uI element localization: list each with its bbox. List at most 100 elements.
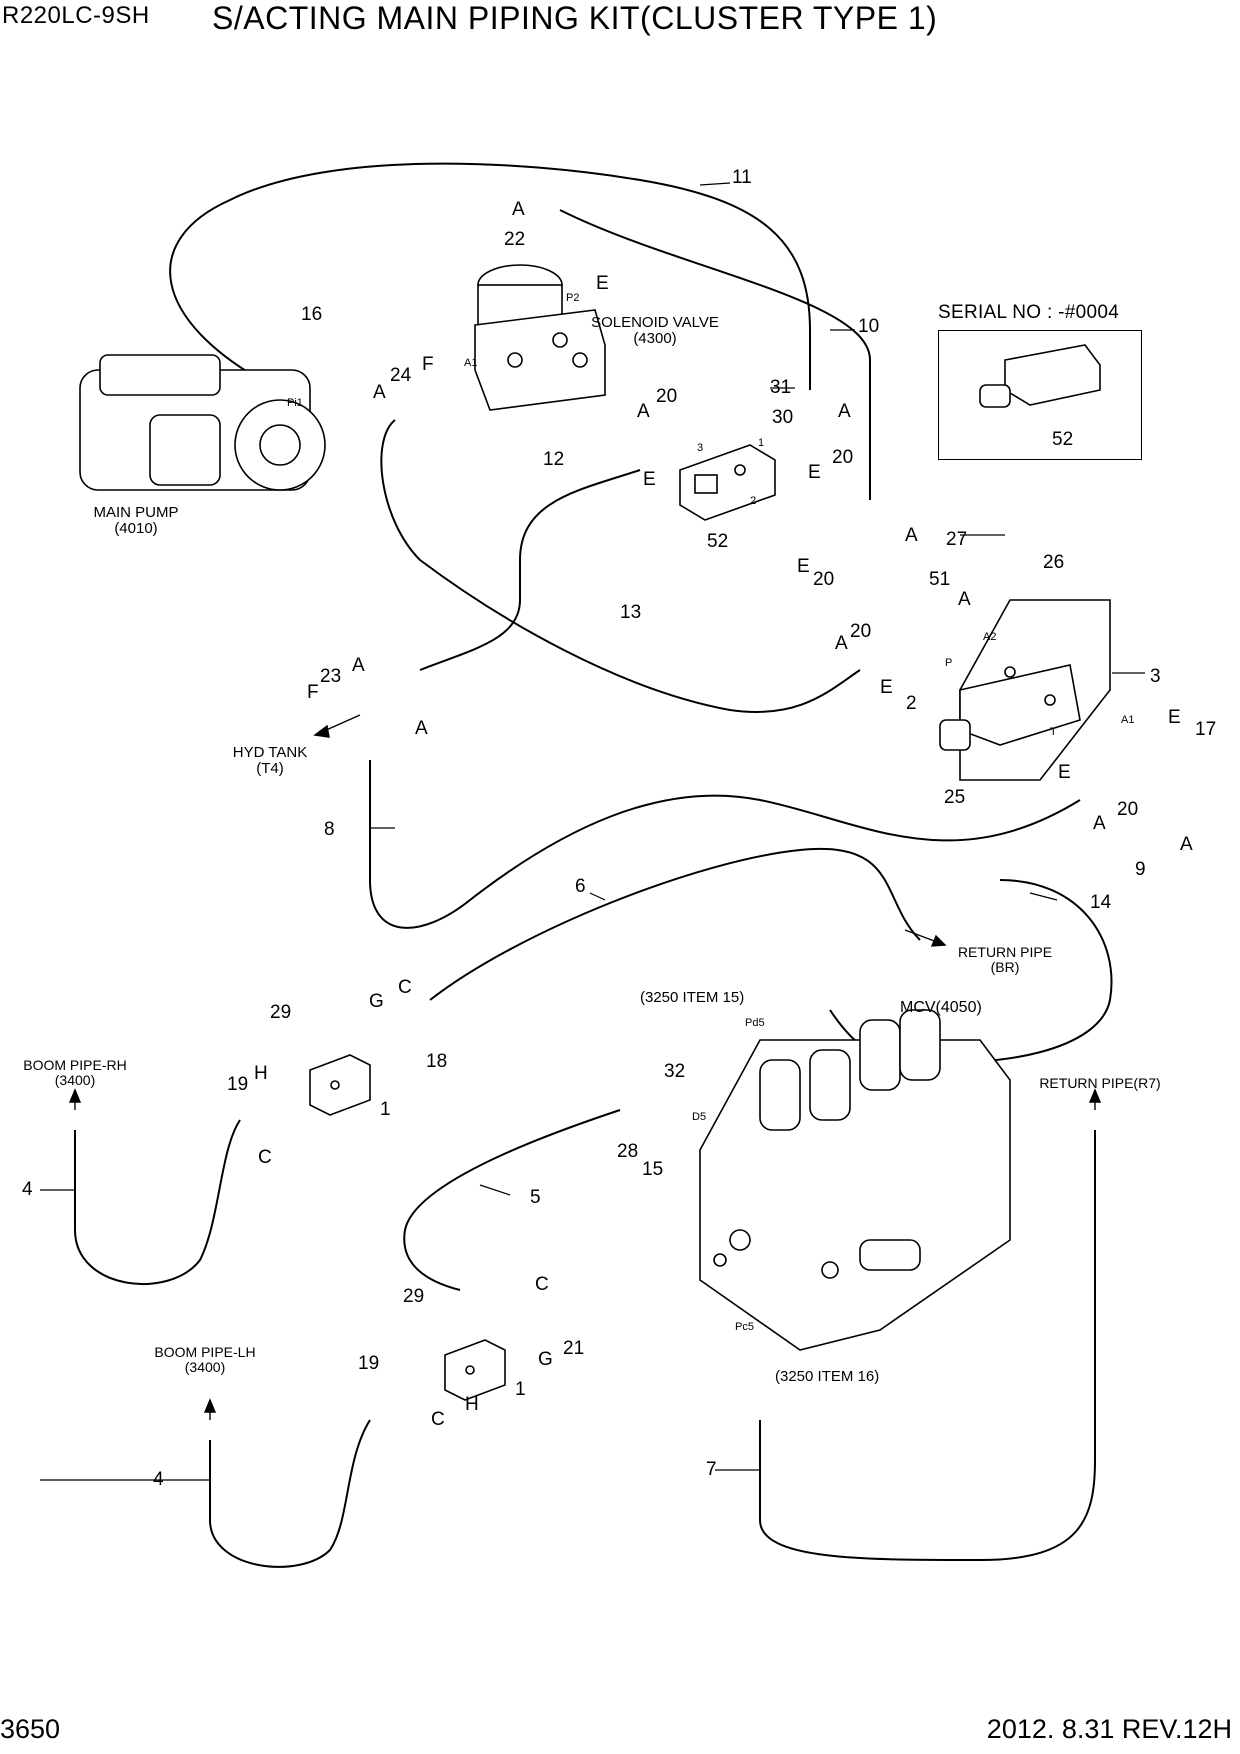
mcv-drawing xyxy=(699,1009,1011,1351)
port-label: 2 xyxy=(750,495,757,507)
callout-26: 26 xyxy=(1043,552,1065,573)
solenoid-valve-drawing xyxy=(474,264,606,411)
callout-7: 7 xyxy=(706,1459,717,1480)
callout-a: A xyxy=(905,525,918,546)
hose-4-upper xyxy=(74,1119,241,1285)
callout-14: 14 xyxy=(1090,892,1112,913)
callout-31: 31 xyxy=(770,377,792,398)
callout-11: 11 xyxy=(732,167,752,188)
port-label: A1 xyxy=(464,357,478,369)
main-pump-drawing xyxy=(79,354,326,491)
callout-8: 8 xyxy=(324,819,335,840)
callout-a: A xyxy=(352,655,365,676)
callout-12: 12 xyxy=(543,449,565,470)
hose-11 xyxy=(169,162,811,390)
callout-2: 2 xyxy=(906,693,917,714)
callout-15: 15 xyxy=(642,1159,664,1180)
valve-block-52 xyxy=(679,444,776,521)
callout-c: C xyxy=(431,1409,445,1430)
callout-a: A xyxy=(373,382,386,403)
callout-a: A xyxy=(838,401,851,422)
serial-inset-valve-52 xyxy=(979,344,1101,408)
callout-20: 20 xyxy=(656,386,678,407)
hose-10 xyxy=(559,209,871,500)
callout-4: 4 xyxy=(153,1469,164,1490)
callout-e: E xyxy=(596,273,609,294)
callout-e: E xyxy=(797,556,810,577)
callout-27: 27 xyxy=(946,529,968,550)
fitting-block-1-upper xyxy=(309,1054,371,1116)
callout-13: 13 xyxy=(620,602,642,623)
serial-number-inset xyxy=(938,330,1142,460)
callout-3: 3 xyxy=(1150,666,1161,687)
port-label: P xyxy=(945,657,953,669)
callout-51: 51 xyxy=(929,569,951,590)
port-label: Pd5 xyxy=(745,1017,765,1029)
callout-20: 20 xyxy=(1117,799,1139,820)
callout-20: 20 xyxy=(850,621,872,642)
callout-52: 52 xyxy=(707,531,729,552)
port-label: D5 xyxy=(692,1111,707,1123)
port-label: 1 xyxy=(758,437,765,449)
hyd-tank-label: HYD TANK (T4) xyxy=(232,744,308,777)
callout-e: E xyxy=(880,677,893,698)
hose-13 xyxy=(380,419,861,713)
return-pipe-r7-label: RETURN PIPE(R7) xyxy=(1039,1075,1161,1091)
solenoid-valve-label: SOLENOID VALVE (4300) xyxy=(591,314,719,347)
callout-c: C xyxy=(258,1147,272,1168)
port-label: 3 xyxy=(697,442,704,454)
callout-g: G xyxy=(538,1349,553,1370)
model-number: R220LC-9SH xyxy=(2,2,150,29)
serial-inset-callout: 52 xyxy=(1052,429,1074,450)
callout-17: 17 xyxy=(1195,719,1217,740)
boom-pipe-rh-label: BOOM PIPE-RH (3400) xyxy=(23,1057,127,1088)
callout-5: 5 xyxy=(530,1187,541,1208)
callout-a: A xyxy=(415,718,428,739)
page-number: 3650 xyxy=(0,1714,61,1744)
return-pipe-br-label: RETURN PIPE (BR) xyxy=(957,944,1053,975)
callout-a: A xyxy=(637,401,650,422)
callout-20: 20 xyxy=(813,569,835,590)
port-label: P2 xyxy=(566,292,580,304)
callout-28: 28 xyxy=(617,1141,639,1162)
callout-9: 9 xyxy=(1135,859,1146,880)
boom-pipe-lh-label: BOOM PIPE-LH (3400) xyxy=(154,1344,256,1375)
fitting-block-1-lower xyxy=(444,1339,506,1401)
revision-date: 2012. 8.31 REV.12H xyxy=(986,1714,1232,1744)
page-title: S/ACTING MAIN PIPING KIT(CLUSTER TYPE 1) xyxy=(212,0,938,36)
callout-19: 19 xyxy=(227,1074,249,1095)
callout-10: 10 xyxy=(858,316,880,337)
valve-block-2 xyxy=(939,599,1111,781)
hose-12 xyxy=(419,469,641,671)
item15-reference: (3250 ITEM 15) xyxy=(640,989,745,1006)
callout-h: H xyxy=(465,1394,479,1415)
callout-c: C xyxy=(398,977,412,998)
callout-f: F xyxy=(422,354,434,375)
item16-reference: (3250 ITEM 16) xyxy=(775,1368,880,1385)
callout-29: 29 xyxy=(270,1002,292,1023)
port-label: Pi1 xyxy=(287,397,303,409)
callout-18: 18 xyxy=(426,1051,448,1072)
callout-6: 6 xyxy=(575,876,586,897)
callout-32: 32 xyxy=(664,1061,686,1082)
callout-f: F xyxy=(307,682,319,703)
serial-number-label: SERIAL NO : -#0004 xyxy=(938,302,1120,323)
callout-a: A xyxy=(512,199,525,220)
callout-30: 30 xyxy=(772,407,794,428)
mcv-label: MCV(4050) xyxy=(900,999,982,1016)
flow-arrows xyxy=(68,714,1102,1420)
callout-a: A xyxy=(1180,834,1193,855)
callout-23: 23 xyxy=(320,666,342,687)
callout-4: 4 xyxy=(22,1179,33,1200)
leader-lines xyxy=(40,182,1145,1481)
callout-24: 24 xyxy=(390,365,412,386)
callout-e: E xyxy=(1168,707,1181,728)
callout-e: E xyxy=(1058,762,1071,783)
callout-g: G xyxy=(369,991,384,1012)
callout-21: 21 xyxy=(563,1338,585,1359)
port-label: Pc5 xyxy=(735,1321,754,1333)
callout-1: 1 xyxy=(380,1099,391,1120)
hose-8 xyxy=(369,760,1081,929)
port-label: A1 xyxy=(1121,714,1135,726)
